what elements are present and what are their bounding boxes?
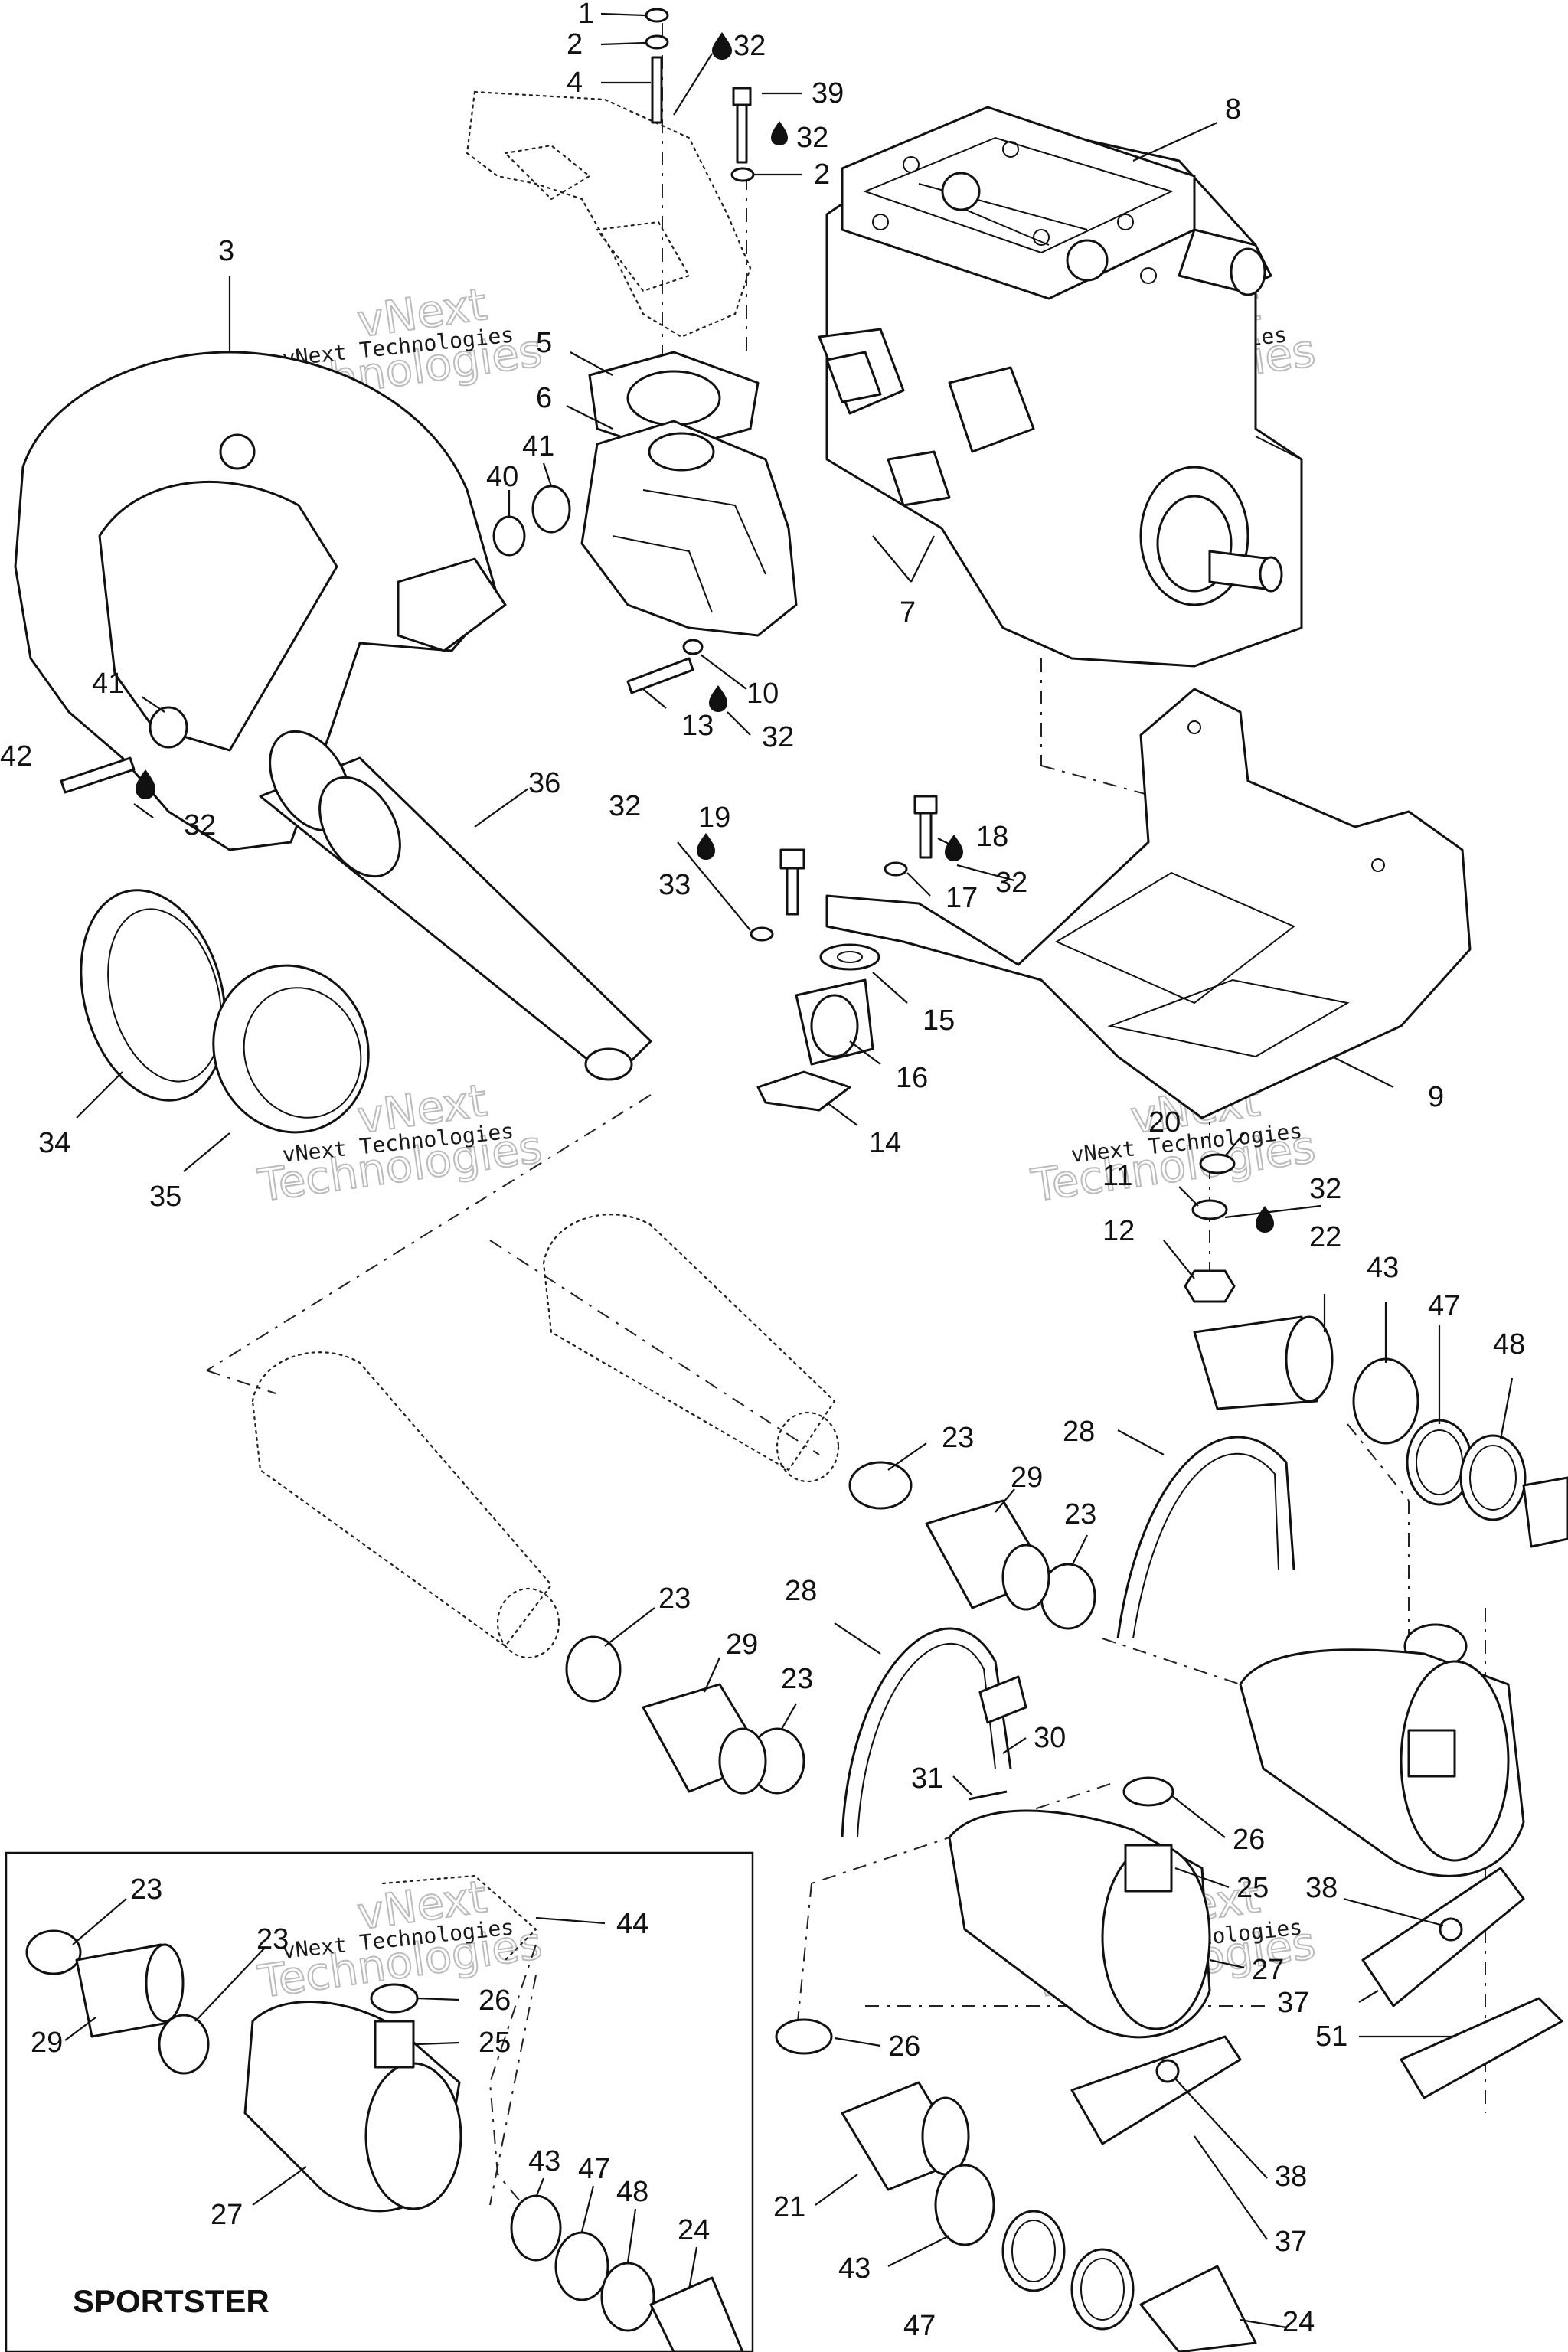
callout-38: 38 <box>1305 1872 1338 1904</box>
callout-9: 9 <box>1428 1081 1444 1113</box>
mount-parts <box>756 943 880 1112</box>
callout-30: 30 <box>1034 1722 1066 1754</box>
oil-drop-icon <box>136 769 155 799</box>
callout-16: 16 <box>896 1062 928 1094</box>
manifold-ghost <box>466 90 752 338</box>
callout-47: 47 <box>1428 1290 1460 1322</box>
callout-32: 32 <box>733 30 766 62</box>
callout-17: 17 <box>946 882 978 914</box>
callout-39: 39 <box>812 77 844 109</box>
callout-23: 23 <box>130 1873 162 1906</box>
callout-32: 32 <box>609 790 641 822</box>
lower-exhaust-parts <box>565 1315 1568 2352</box>
engine-block <box>818 106 1303 668</box>
ghost-cones <box>251 1214 840 1659</box>
callout-1: 1 <box>578 0 594 30</box>
inset-label: SPORTSTER <box>73 2283 270 2319</box>
callout-26: 26 <box>479 1984 511 2017</box>
callout-51: 51 <box>1315 2020 1348 2053</box>
oil-drop-icons <box>136 32 1274 1233</box>
callout-33: 33 <box>658 869 691 901</box>
callout-34: 34 <box>38 1127 70 1159</box>
fasteners <box>60 8 1236 1303</box>
callout-12: 12 <box>1102 1215 1135 1247</box>
callout-22: 22 <box>1309 1221 1341 1253</box>
callout-7: 7 <box>900 596 916 629</box>
callout-19: 19 <box>698 802 730 834</box>
callout-44: 44 <box>616 1908 648 1940</box>
callout-38: 38 <box>1275 2161 1307 2193</box>
callout-3: 3 <box>218 235 234 267</box>
callout-27: 27 <box>211 2199 243 2231</box>
leader-lines <box>64 12 1514 2329</box>
callout-23: 23 <box>256 1923 289 1955</box>
callout-2: 2 <box>567 28 583 60</box>
oil-drop-icon <box>945 835 963 861</box>
callout-31: 31 <box>911 1762 943 1795</box>
callout-23: 23 <box>1064 1498 1096 1530</box>
oil-drop-icon <box>712 32 732 60</box>
callout-29: 29 <box>1011 1462 1043 1494</box>
callout-36: 36 <box>528 767 560 799</box>
callout-4: 4 <box>567 67 583 99</box>
callout-32: 32 <box>995 867 1027 899</box>
tuned-pipe <box>14 351 507 851</box>
callout-15: 15 <box>923 1004 955 1037</box>
callout-37: 37 <box>1275 2226 1307 2258</box>
callout-48: 48 <box>1493 1328 1525 1361</box>
callout-32: 32 <box>762 721 794 753</box>
callout-32: 32 <box>1309 1173 1341 1205</box>
engine-support <box>825 688 1472 1119</box>
callout-42: 42 <box>0 740 32 773</box>
callout-27: 27 <box>1252 1954 1284 1986</box>
callout-35: 35 <box>149 1181 181 1213</box>
callout-24: 24 <box>1282 2306 1315 2338</box>
callout-6: 6 <box>536 382 552 414</box>
oil-drop-icon <box>1256 1206 1274 1233</box>
callout-13: 13 <box>681 710 714 742</box>
callout-10: 10 <box>746 678 779 710</box>
callout-25: 25 <box>1236 1872 1269 1904</box>
callout-28: 28 <box>785 1575 817 1607</box>
callout-11: 11 <box>1102 1160 1132 1192</box>
callout-26: 26 <box>1233 1824 1265 1856</box>
oil-drop-icon <box>771 121 788 145</box>
callout-23: 23 <box>781 1663 813 1695</box>
callout-32: 32 <box>184 809 216 841</box>
callout-47: 47 <box>903 2310 936 2342</box>
callout-37: 37 <box>1277 1987 1309 2019</box>
callout-41: 41 <box>522 430 554 462</box>
callout-29: 29 <box>31 2027 63 2059</box>
callout-24: 24 <box>678 2214 710 2246</box>
sportster-inset: SPORTSTER <box>5 1851 754 2352</box>
callout-8: 8 <box>1225 93 1241 126</box>
callout-48: 48 <box>616 2176 648 2208</box>
callout-28: 28 <box>1063 1416 1095 1448</box>
pipe-cone <box>259 730 652 1081</box>
callout-labels: 1 2 4 32 39 32 2 8 3 5 6 41 40 7 10 13 3… <box>0 0 1525 2342</box>
callout-40: 40 <box>486 461 518 493</box>
callout-21: 21 <box>773 2191 805 2223</box>
callout-47: 47 <box>578 2153 610 2185</box>
callout-18: 18 <box>976 821 1008 853</box>
callout-29: 29 <box>726 1628 758 1661</box>
callout-20: 20 <box>1148 1106 1181 1138</box>
oil-drop-icon <box>709 685 727 712</box>
callout-2: 2 <box>814 158 830 191</box>
callout-26: 26 <box>888 2030 920 2063</box>
clamp-and-sleeve <box>80 889 370 1134</box>
manifold-parts <box>580 351 798 637</box>
callout-43: 43 <box>528 2145 560 2177</box>
callout-43: 43 <box>1367 1252 1399 1284</box>
callout-23: 23 <box>658 1583 691 1615</box>
callout-23: 23 <box>942 1422 974 1454</box>
callout-25: 25 <box>479 2027 511 2059</box>
callout-14: 14 <box>869 1127 901 1159</box>
callout-5: 5 <box>536 327 552 359</box>
oil-drop-icon <box>697 833 715 860</box>
callout-43: 43 <box>838 2252 871 2285</box>
callout-32: 32 <box>796 122 828 154</box>
callout-41: 41 <box>92 668 124 700</box>
